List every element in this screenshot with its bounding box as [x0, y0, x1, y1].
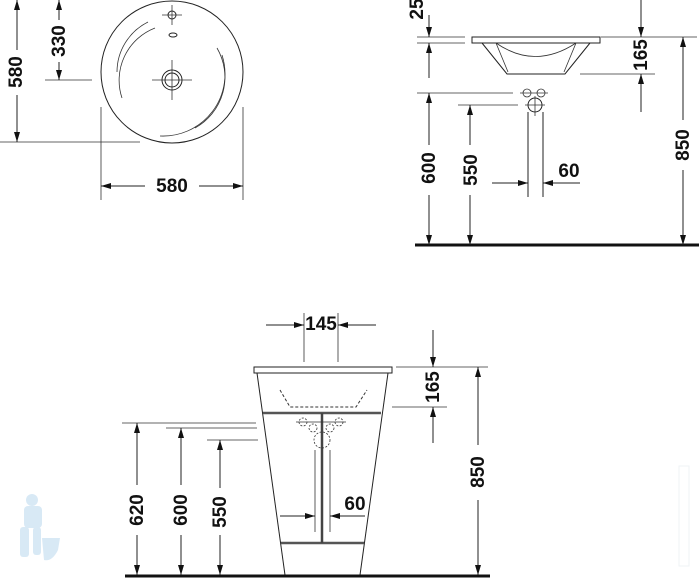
pedestal-view: 145 165 850 620 600 550 60 — [122, 313, 490, 578]
side-view: 25 165 850 600 550 60 — [407, 0, 699, 247]
tap-hole — [162, 5, 182, 25]
bowl-contour — [194, 47, 226, 129]
dim-label-620: 620 — [127, 494, 148, 526]
basin-outline — [100, 0, 244, 144]
bowl-contour — [118, 27, 156, 99]
dim-label-pipe-width: 60 — [344, 494, 365, 515]
dim-label-bowl-depth: 165 — [631, 39, 652, 71]
dim-label-drain-height: 550 — [461, 154, 482, 186]
pedestal-edge-right — [359, 372, 389, 576]
dim-label-drain-height: 550 — [210, 496, 231, 528]
dim-label-width: 580 — [156, 176, 188, 197]
dim-label-height: 580 — [6, 56, 27, 88]
top-view: 580 330 580 — [0, 0, 244, 200]
dim-label-rim-thickness: 25 — [407, 0, 428, 20]
fittings — [520, 88, 548, 197]
bowl-contour — [159, 54, 226, 137]
hidden-bowl-contour — [279, 389, 368, 408]
dim-label-total-height: 850 — [468, 456, 489, 488]
dim-label-total-height: 850 — [673, 129, 694, 161]
drain-hole — [152, 60, 192, 100]
dim-label-supply-height: 600 — [171, 494, 192, 526]
overflow-hole — [168, 32, 178, 38]
dim-label-bowl-depth: 165 — [423, 371, 444, 403]
dim-label-supply-height: 600 — [419, 152, 440, 184]
basin-body — [481, 42, 591, 75]
dim-label-pipe-width: 60 — [558, 161, 579, 182]
pedestal-edge-left — [256, 372, 286, 576]
basin-rim — [253, 366, 393, 374]
site-watermark — [678, 465, 690, 567]
bowl-contour — [495, 42, 577, 73]
dim-label-drain-offset: 330 — [49, 25, 70, 57]
bowl-contour — [116, 21, 149, 73]
dim-label-tap-spacing: 145 — [305, 314, 337, 335]
basin-rim — [471, 36, 601, 44]
plumber-watermark-icon — [20, 494, 60, 561]
